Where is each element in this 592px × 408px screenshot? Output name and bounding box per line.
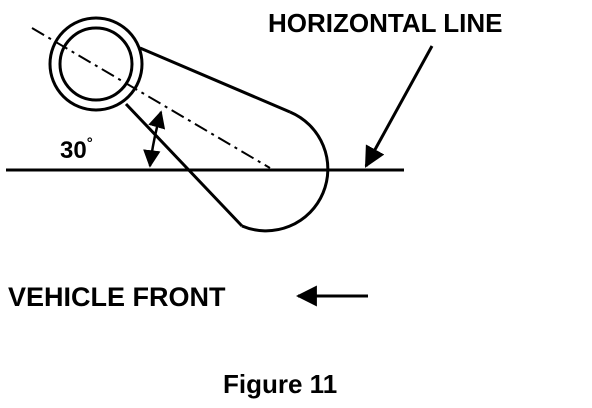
- degree-symbol: °: [87, 135, 93, 152]
- centerline: [31, 27, 271, 169]
- horizontal-line-leader-arrow: [364, 45, 434, 168]
- figure-caption: Figure 11: [223, 369, 337, 399]
- vehicle-front-label: VEHICLE FRONT: [8, 282, 226, 312]
- bracket-lower-edge: [124, 102, 244, 228]
- angle-arc: [143, 110, 166, 168]
- bracket-upper-edge: [139, 46, 291, 114]
- angle-value: 30: [60, 137, 87, 164]
- bracket-rounded-end: [241, 110, 330, 233]
- angle-label: 30°: [60, 135, 93, 164]
- tube-outer-circle: [48, 16, 144, 112]
- tube-inner-circle: [58, 26, 134, 102]
- horizontal-line-label: HORIZONTAL LINE: [268, 8, 502, 38]
